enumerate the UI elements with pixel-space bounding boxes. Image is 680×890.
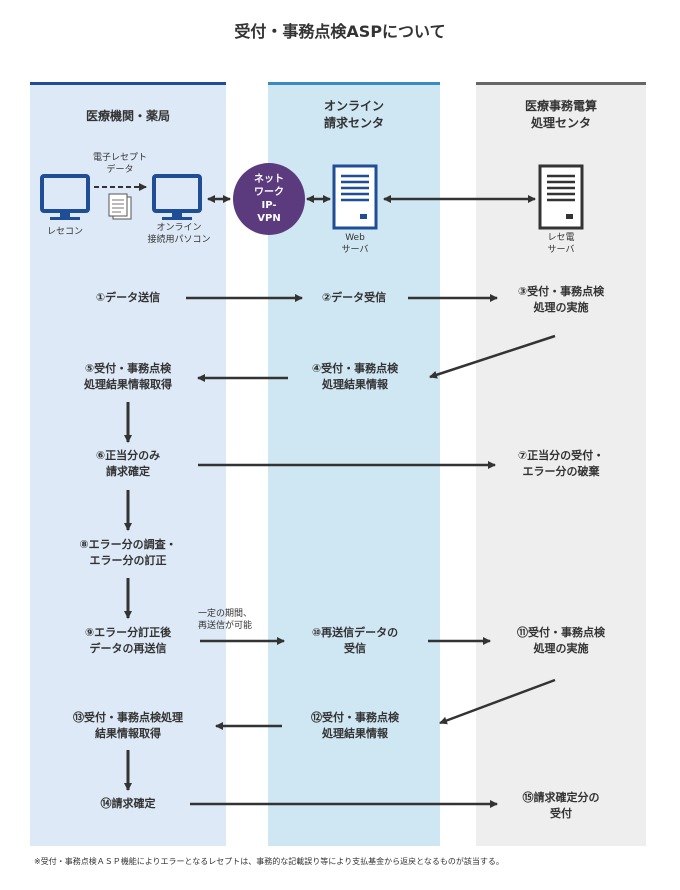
step-14: ⑭請求確定 [100,797,156,810]
web-server-icon [332,164,378,230]
column-medical-institution-topbar [30,82,226,85]
step-4: ④受付・事務点検 処理結果情報 [311,362,399,391]
footnote: ※受付・事務点検ＡＳＰ機能によりエラーとなるレセプトは、事務的な記載誤り等により… [34,857,504,866]
document-icon [108,193,132,220]
step-9-note: 一定の期間、 再送信が可能 [198,609,253,631]
column-processing-center-topbar [476,82,646,85]
step-9: ⑨エラー分訂正後 データの再送信 [84,626,172,655]
network-vpn-circle: ネット ワーク IP- VPN [233,163,305,235]
arrow-11-to-12 [439,678,556,725]
step-1: ①データ送信 [95,291,161,304]
column-heading-medical: 医療機関・薬局 [85,109,170,123]
step-13: ⑬受付・事務点検処理 結果情報取得 [73,711,183,740]
step-10: ⑩再送信データの 受信 [311,626,399,655]
column-online-center-topbar [268,82,440,85]
step-3: ③受付・事務点検 処理の実施 [517,285,605,314]
column-heading-processing: 医療事務電算 処理センタ [524,99,597,130]
step-7: ⑦正当分の受付・ エラー分の破棄 [517,449,605,478]
step-6: ⑥正当分のみ 請求確定 [95,449,161,478]
step-11: ⑪受付・事務点検 処理の実施 [517,626,605,655]
page-title: 受付・事務点検ASPについて [234,22,446,41]
column-heading-online: オンライン 請求センタ [323,99,384,130]
rececon-monitor-icon [40,174,90,220]
step-2: ②データ受信 [321,291,387,304]
step-5: ⑤受付・事務点検 処理結果情報取得 [84,362,172,391]
arrow-3-to-4 [429,334,556,379]
step-15: ⑮請求確定分の 受付 [522,791,600,820]
rececon-label: レセコン [46,227,83,237]
step-8: ⑧エラー分の調査・ エラー分の訂正 [79,538,177,567]
rece-server-icon [538,164,584,230]
web-server-label: Web サーバ [341,233,369,255]
online-pc-monitor-icon [152,174,202,220]
receipt-data-label: 電子レセプト データ [92,153,147,175]
network-vpn-label: ネット ワーク IP- VPN [254,174,284,224]
rece-server-label: レセ電 サーバ [547,233,575,255]
online-pc-label: オンライン 接続用パソコン [147,223,211,245]
step-12: ⑫受付・事務点検 処理結果情報 [311,711,399,740]
